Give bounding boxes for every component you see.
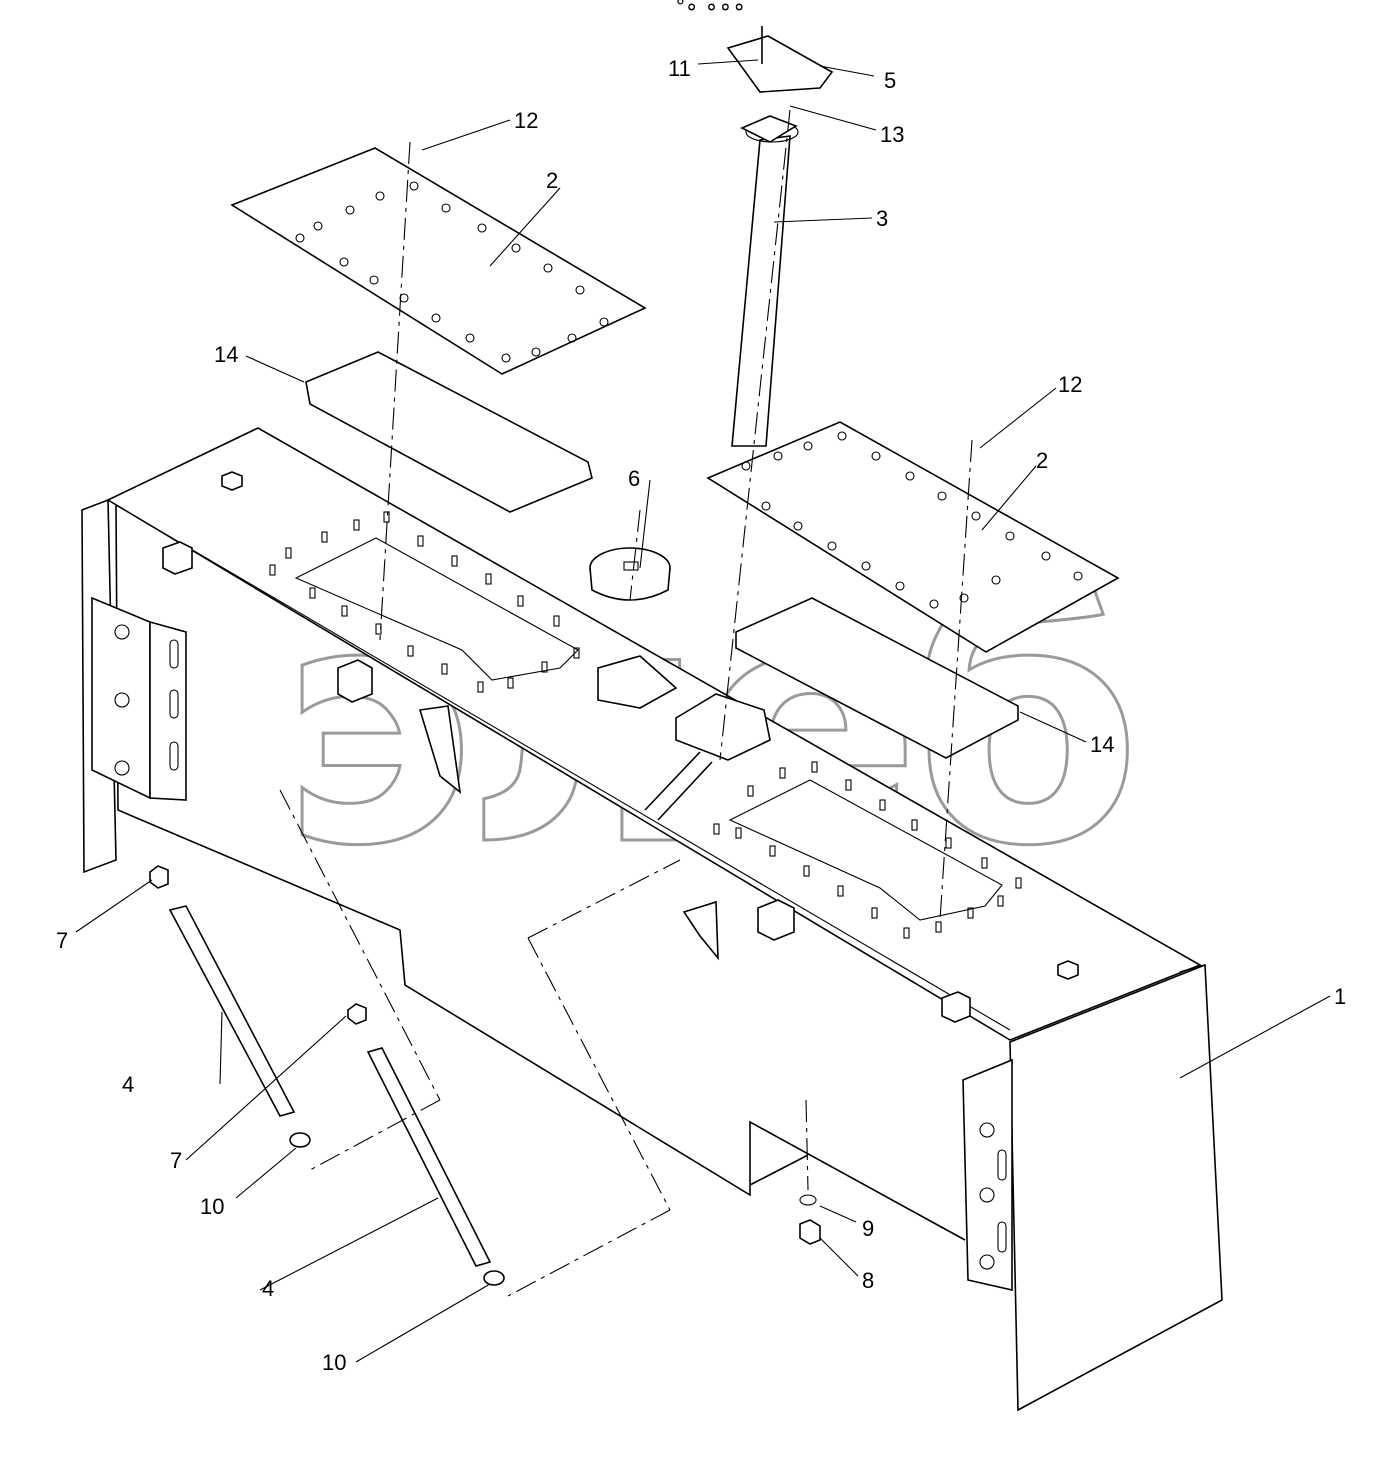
callout-11: 11 bbox=[668, 56, 691, 81]
callout-1: 1 bbox=[1334, 984, 1346, 1009]
studs bbox=[269, 511, 1022, 939]
gasket-right bbox=[735, 597, 1019, 759]
sender-tube bbox=[731, 115, 799, 447]
bolt-right bbox=[347, 1003, 505, 1286]
leader-lines bbox=[75, 59, 1331, 1363]
filler-cap bbox=[589, 547, 671, 601]
callout-12b: 12 bbox=[1058, 372, 1082, 397]
callout-7a: 7 bbox=[56, 928, 68, 953]
callout-3: 3 bbox=[876, 206, 888, 231]
callout-13: 13 bbox=[880, 122, 904, 147]
callout-14a: 14 bbox=[214, 342, 238, 367]
callout-8: 8 bbox=[862, 1268, 874, 1293]
gasket-left bbox=[305, 351, 593, 513]
callout-10a: 10 bbox=[200, 1194, 224, 1219]
callout-12a: 12 bbox=[514, 108, 538, 133]
tank-body bbox=[81, 427, 1223, 1412]
drain-nut bbox=[799, 1194, 821, 1245]
cover-plate-left bbox=[230, 147, 647, 375]
header-mark: °∘ ∘∘∘ bbox=[676, 0, 746, 19]
callout-7b: 7 bbox=[170, 1148, 182, 1173]
callout-14b: 14 bbox=[1090, 732, 1114, 757]
callout-2a: 2 bbox=[546, 168, 558, 193]
callout-10b: 10 bbox=[322, 1350, 346, 1375]
callout-labels: 1 2 2 3 4 4 5 6 7 7 8 9 10 10 11 12 12 1… bbox=[56, 56, 1346, 1375]
callout-4a: 4 bbox=[122, 1072, 134, 1097]
assembly-lines bbox=[279, 109, 973, 1297]
callout-5: 5 bbox=[884, 68, 896, 93]
callout-2b: 2 bbox=[1036, 448, 1048, 473]
callout-6: 6 bbox=[628, 466, 640, 491]
sender-cover bbox=[726, 26, 834, 93]
cover-plate-right bbox=[706, 421, 1120, 653]
bolt-left bbox=[149, 865, 311, 1148]
callout-4b: 4 bbox=[262, 1276, 274, 1301]
callout-9: 9 bbox=[862, 1216, 874, 1241]
